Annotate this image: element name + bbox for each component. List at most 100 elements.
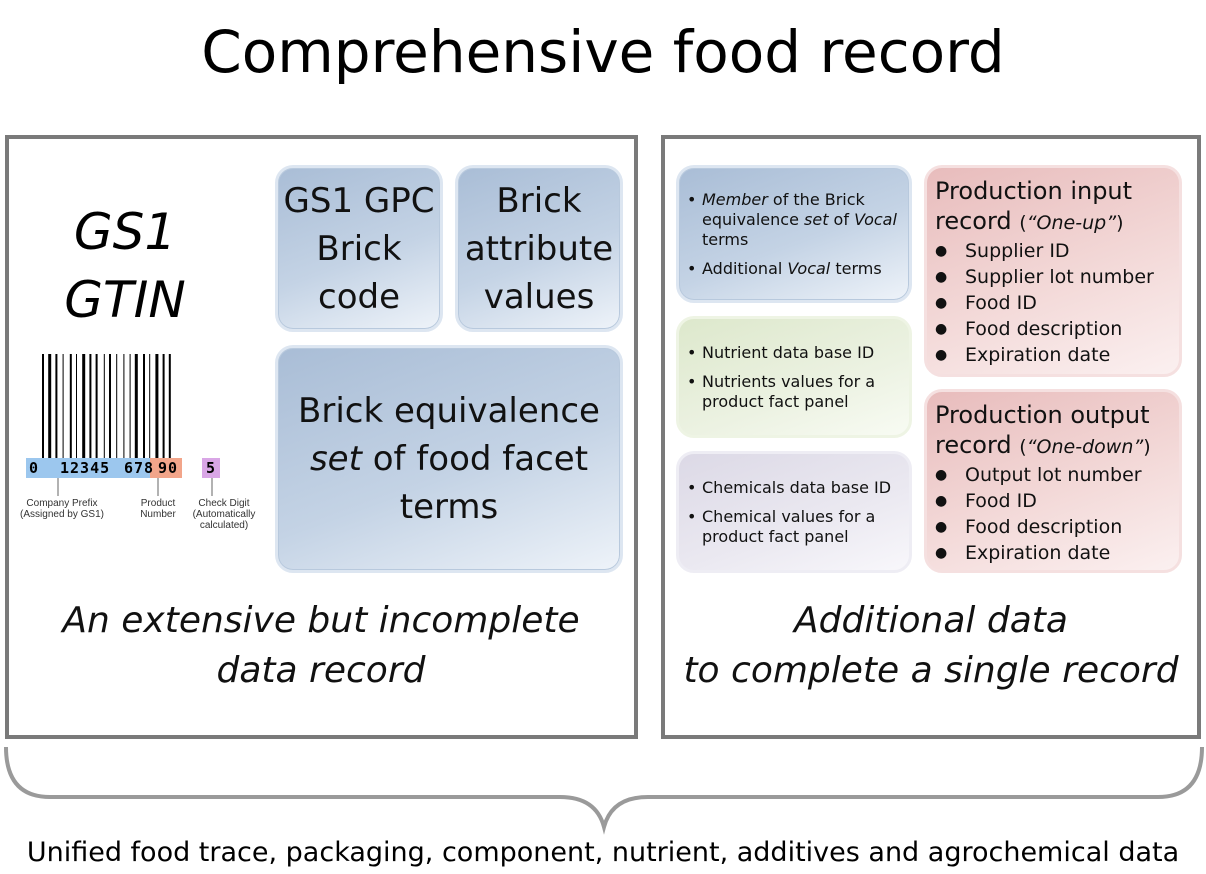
barcode-bar xyxy=(155,354,159,458)
right-caption-line1: Additional data xyxy=(794,600,1068,641)
product-number-label-line1: Product xyxy=(140,498,176,509)
company-prefix-label-line2: (Assigned by GS1) xyxy=(20,509,104,520)
input-record-word: record xyxy=(935,207,1020,235)
barcode-bar xyxy=(55,354,58,458)
one-up-label: “One-up” xyxy=(1026,212,1117,234)
check-digit-label-line1: Check Digit xyxy=(198,498,250,509)
nutrient-item-id: Nutrient data base ID xyxy=(687,343,903,363)
product-number-label: Product Number xyxy=(132,498,184,520)
equivalence-line2-rest: of food facet xyxy=(361,439,589,479)
brick-equivalence-box: Brick equivalence set of food facet term… xyxy=(275,345,623,573)
barcode-bar xyxy=(42,354,44,468)
equivalence-line1: Brick equivalence xyxy=(298,391,600,431)
unified-data-caption: Unified food trace, packaging, component… xyxy=(26,837,1180,868)
equivalence-set-word: set xyxy=(309,439,362,479)
barcode-bars xyxy=(42,354,171,468)
barcode-product-digits: 678 xyxy=(124,459,155,477)
production-output-box: Production output record (“One-down”) Ou… xyxy=(924,389,1182,573)
production-input-title: Production input record (“One-up”) xyxy=(935,176,1132,238)
output-record-word: record xyxy=(935,431,1020,459)
barcode-bar xyxy=(48,354,52,468)
member-text2: of xyxy=(828,210,855,229)
nutrient-item-values: Nutrients values for a product fact pane… xyxy=(687,372,903,412)
vocal-word: Vocal xyxy=(854,210,897,229)
barcode-bar xyxy=(62,354,64,458)
company-digit-highlight xyxy=(26,458,46,478)
additional-vocal-word: Vocal xyxy=(787,259,831,278)
output-paren-open: ( xyxy=(1019,436,1027,458)
barcode-bar xyxy=(82,354,86,458)
production-output-list: Output lot numberFood IDFood description… xyxy=(935,462,1142,566)
equivalence-line2: set of food facet xyxy=(298,435,600,483)
chemicals-box: Chemicals data base ID Chemical values f… xyxy=(676,451,912,573)
barcode-check-digit: 5 xyxy=(206,459,216,477)
production-input-item: Supplier lot number xyxy=(935,264,1154,290)
brick-attribute-box: Brick attribute values xyxy=(455,165,623,332)
production-input-item: Food ID xyxy=(935,290,1154,316)
barcode-bar xyxy=(95,354,98,458)
barcode-bar xyxy=(134,354,138,458)
nutrient-list: Nutrient data base ID Nutrients values f… xyxy=(687,343,903,421)
vocal-terms-box: Member of the Brick equivalence set of V… xyxy=(676,165,912,303)
brick-attribute-line3: values xyxy=(483,276,595,317)
brick-code-box: GS1 GPC Brick code xyxy=(275,165,443,332)
additional-text: Additional xyxy=(702,259,788,278)
barcode-bar xyxy=(123,354,125,458)
production-output-item: Food ID xyxy=(935,488,1142,514)
barcode-bar xyxy=(149,354,151,458)
production-input-item: Supplier ID xyxy=(935,238,1154,264)
production-output-item: Output lot number xyxy=(935,462,1142,488)
brick-code-line2: Brick xyxy=(316,228,402,269)
nutrient-box: Nutrient data base ID Nutrients values f… xyxy=(676,316,912,438)
chemicals-item-id: Chemicals data base ID xyxy=(687,478,903,498)
barcode-bar xyxy=(168,354,171,468)
diagram-title: Comprehensive food record xyxy=(201,18,1005,86)
production-output-title-line2: record (“One-down”) xyxy=(935,430,1151,462)
check-digit-label-line2: (Automatically xyxy=(192,509,256,520)
one-down-label: “One-down” xyxy=(1026,436,1144,458)
product-number-label-line2: Number xyxy=(140,509,176,520)
barcode-bar xyxy=(69,354,72,458)
vocal-terms-item-member: Member of the Brick equivalence set of V… xyxy=(687,190,903,250)
production-input-box: Production input record (“One-up”) Suppl… xyxy=(924,165,1182,377)
member-text3: terms xyxy=(702,230,749,249)
brick-code-line1: GS1 GPC xyxy=(283,180,435,221)
barcode-image: 0 12345 678 90 5 Company Prefix (Assigne… xyxy=(16,350,262,540)
barcode-first-digit: 0 xyxy=(29,459,39,477)
input-paren-open: ( xyxy=(1019,212,1027,234)
check-digit-label: Check Digit (Automatically calculated) xyxy=(186,498,262,531)
input-paren-close: ) xyxy=(1116,212,1124,234)
production-output-title-line1: Production output xyxy=(935,401,1150,429)
gs1-label: GS1 xyxy=(73,203,177,261)
barcode-bar xyxy=(103,354,105,458)
barcode-bar xyxy=(89,354,92,458)
member-text1: of the Brick equivalence xyxy=(702,190,865,229)
barcode-bar xyxy=(129,354,131,458)
additional-terms-word: terms xyxy=(830,259,882,278)
production-input-list: Supplier IDSupplier lot numberFood IDFoo… xyxy=(935,238,1154,368)
equivalence-line3: terms xyxy=(399,487,499,527)
chemicals-item-values: Chemical values for a product fact panel xyxy=(687,507,903,547)
left-caption-line1: An extensive but incomplete xyxy=(62,600,580,641)
left-caption: An extensive but incomplete data record xyxy=(10,596,632,696)
barcode-bar xyxy=(143,354,145,458)
curly-brace xyxy=(4,746,1204,835)
production-input-item: Expiration date xyxy=(935,342,1154,368)
right-caption-line2: to complete a single record xyxy=(683,650,1179,691)
barcode-bar xyxy=(76,354,77,458)
brick-attribute-line2: attribute xyxy=(464,228,614,269)
barcode-bar xyxy=(109,354,111,468)
company-prefix-highlight xyxy=(46,458,146,478)
vocal-terms-item-additional: Additional Vocal terms xyxy=(687,259,903,279)
company-prefix-label-line1: Company Prefix xyxy=(26,498,98,509)
production-input-title-line2: record (“One-up”) xyxy=(935,206,1132,238)
check-digit-label-line3: calculated) xyxy=(199,520,249,531)
barcode-pointer-lines xyxy=(57,478,213,496)
left-caption-line2: data record xyxy=(216,650,426,691)
barcode-company-digits: 12345 xyxy=(60,459,111,477)
output-paren-close: ) xyxy=(1143,436,1151,458)
set-word: set xyxy=(804,210,829,229)
company-prefix-label: Company Prefix (Assigned by GS1) xyxy=(16,498,108,520)
production-output-item: Food description xyxy=(935,514,1142,540)
chemicals-list: Chemicals data base ID Chemical values f… xyxy=(687,478,903,556)
